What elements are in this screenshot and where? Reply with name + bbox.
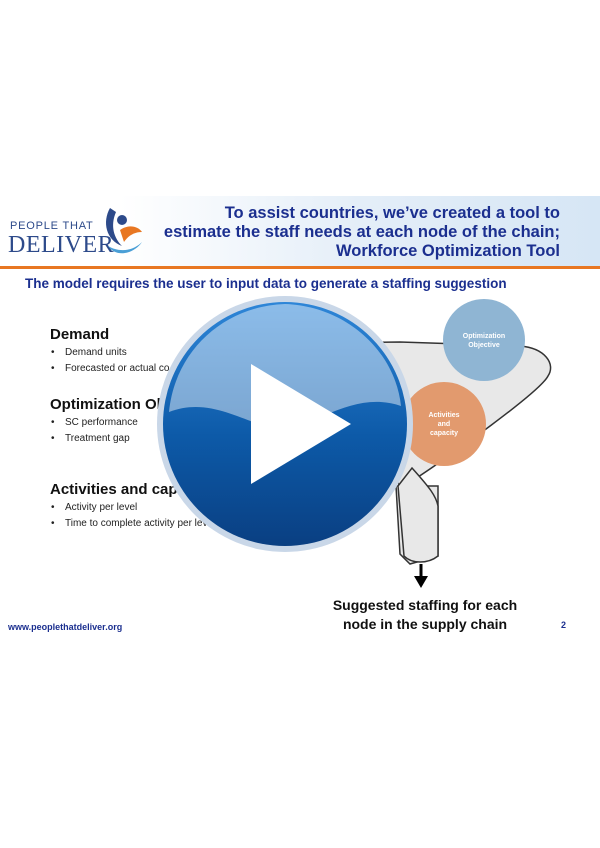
funnel-spout	[397, 466, 439, 563]
section-heading-optimization: Optimization Ol	[50, 396, 161, 413]
title-line: estimate the staff needs at each node of…	[163, 223, 560, 241]
circle-mid-label-3: capacity	[430, 430, 458, 437]
list-item: Demand units	[50, 347, 170, 363]
demand-bullets: Demand units Forecasted or actual co	[50, 347, 170, 379]
circle-top-label-2: Objective	[468, 342, 500, 349]
list-item: Time to complete activity per level	[50, 518, 215, 534]
logo: PEOPLE THAT DELIVER	[8, 202, 148, 262]
circle-mid-label-1: Activities	[428, 412, 459, 419]
funnel-caption: Suggested staffing for each node in the …	[300, 596, 550, 634]
list-item: Activity per level	[50, 502, 215, 518]
people-that-deliver-logo-icon	[106, 208, 142, 254]
optimization-bullets: SC performance Treatment gap	[50, 417, 138, 449]
section-heading-activities: Activities and capa	[50, 481, 186, 498]
logo-text-main: DELIVER	[8, 232, 115, 258]
title-line: Workforce Optimization Tool	[336, 242, 560, 260]
play-icon[interactable]	[155, 294, 415, 554]
activities-capacity-circle	[402, 382, 486, 466]
title-line: To assist countries, we’ve created a too…	[224, 204, 560, 222]
activities-bullets: Activity per level Time to complete acti…	[50, 502, 215, 534]
list-item: Treatment gap	[50, 433, 138, 449]
header-divider	[0, 266, 600, 269]
list-item: Forecasted or actual co	[50, 363, 170, 379]
slide-subtitle: The model requires the user to input dat…	[25, 276, 507, 291]
footer-url: www.peoplethatdeliver.org	[8, 622, 123, 632]
slide-title: To assist countries, we’ve created a too…	[130, 204, 560, 261]
logo-text-top: PEOPLE THAT	[10, 220, 94, 232]
arrow-down-icon	[414, 564, 428, 588]
page-number: 2	[561, 620, 567, 630]
caption-line: node in the supply chain	[342, 616, 508, 632]
section-heading-demand: Demand	[50, 326, 110, 343]
optimization-objective-circle	[443, 299, 525, 381]
caption-line: Suggested staffing for each	[332, 597, 518, 613]
circle-top-label-1: Optimization	[463, 333, 505, 340]
slide-header: PEOPLE THAT DELIVER To assist countries,…	[0, 196, 600, 269]
circle-mid-label-2: and	[438, 421, 450, 428]
list-item: SC performance	[50, 417, 138, 433]
